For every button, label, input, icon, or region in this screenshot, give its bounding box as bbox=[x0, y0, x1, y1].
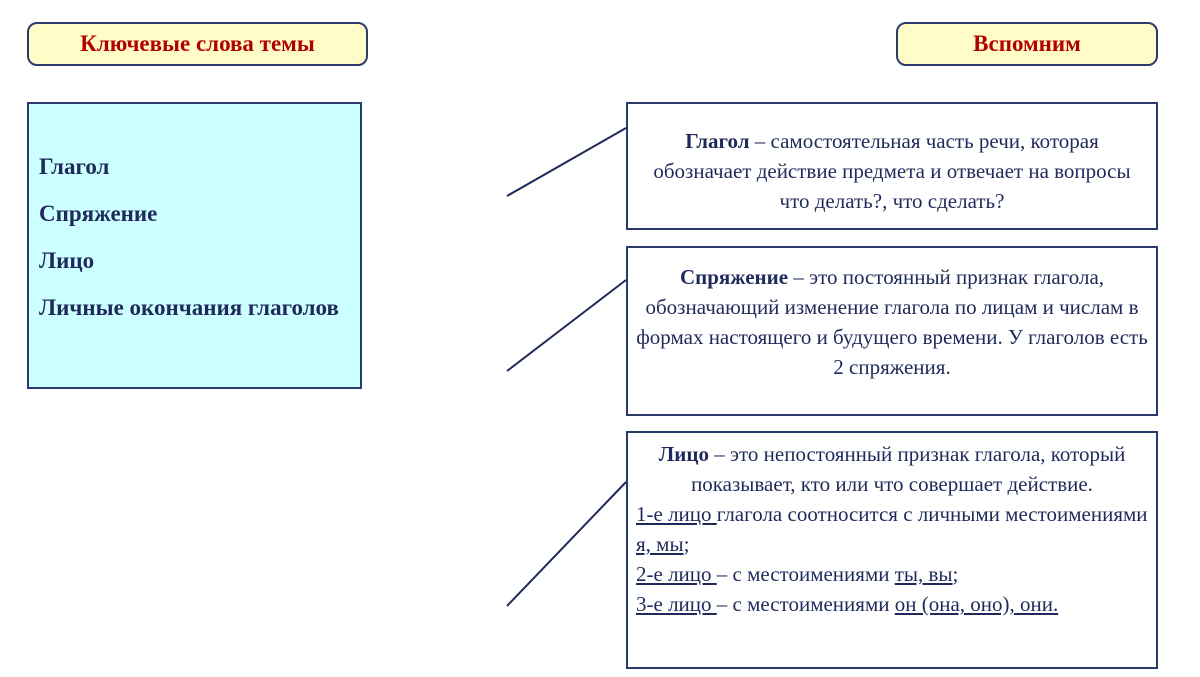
second-person-label: 2-е лицо bbox=[636, 562, 717, 586]
first-person-label: 1-е лицо bbox=[636, 502, 717, 526]
definition-first-person: 1-е лицо глагола соотносится с личными м… bbox=[636, 499, 1148, 559]
definition-verb-term: Глагол bbox=[685, 129, 750, 153]
second-person-end: ; bbox=[952, 562, 959, 586]
definition-person: Лицо – это непостоянный признак глагола,… bbox=[626, 431, 1158, 669]
definition-conjugation-text: это постоянный признак глагола, обознача… bbox=[636, 265, 1148, 379]
definition-person-dash: – bbox=[708, 442, 730, 466]
connector-line-person bbox=[506, 481, 627, 607]
third-person-text: – с местоимениями bbox=[716, 592, 895, 616]
first-person-pronouns: я, мы bbox=[636, 532, 684, 556]
keyword-personal-endings: Личные окончания глаголов bbox=[39, 295, 339, 320]
keywords-box: Глагол Спряжение Лицо Личные окончания г… bbox=[27, 102, 362, 389]
definition-verb: Глагол – самостоятельная часть речи, кот… bbox=[626, 102, 1158, 230]
definition-conjugation: Спряжение – это постоянный признак глаго… bbox=[626, 246, 1158, 416]
definition-second-person: 2-е лицо – с местоимениями ты, вы; bbox=[636, 559, 1148, 589]
first-person-end: ; bbox=[683, 532, 690, 556]
definition-person-intro: Лицо – это непостоянный признак глагола,… bbox=[636, 439, 1148, 499]
definition-third-person: 3-е лицо – с местоимениями он (она, оно)… bbox=[636, 589, 1148, 619]
first-person-text: глагола соотносится с личными местоимени… bbox=[716, 502, 1148, 526]
keyword-person: Лицо bbox=[39, 248, 95, 273]
definition-verb-text: самостоятельная часть речи, которая обоз… bbox=[653, 129, 1131, 213]
second-person-pronouns: ты, вы bbox=[894, 562, 953, 586]
definition-conjugation-term: Спряжение bbox=[679, 265, 789, 289]
keyword-verb: Глагол bbox=[39, 154, 110, 179]
definition-conjugation-dash: – bbox=[788, 265, 810, 289]
keywords-title: Ключевые слова темы bbox=[27, 22, 368, 66]
remember-title: Вспомним bbox=[896, 22, 1158, 66]
definition-verb-dash: – bbox=[749, 129, 771, 153]
third-person-label: 3-е лицо bbox=[636, 592, 717, 616]
connector-line-verb bbox=[506, 127, 627, 197]
keyword-conjugation: Спряжение bbox=[39, 201, 158, 226]
definition-person-term: Лицо bbox=[658, 442, 709, 466]
definition-person-text: это непостоянный признак глагола, которы… bbox=[691, 442, 1126, 496]
second-person-text: – с местоимениями bbox=[716, 562, 895, 586]
connector-line-conjugation bbox=[506, 279, 627, 372]
third-person-pronouns: он (она, оно), они. bbox=[894, 592, 1059, 616]
